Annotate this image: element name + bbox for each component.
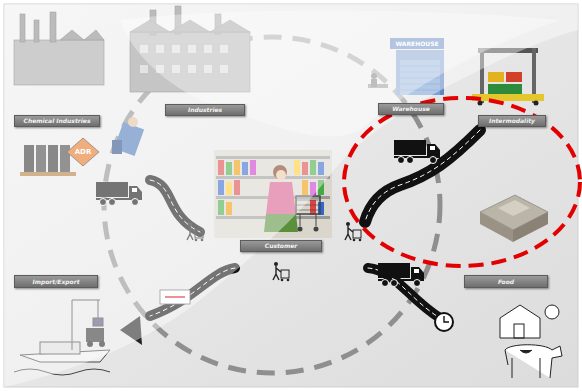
sector-label: Intermodality: [489, 118, 535, 124]
sector-label-box: Warehouse: [378, 103, 444, 115]
sector-label: Import/Export: [32, 279, 79, 285]
sector-label: Customer: [265, 243, 298, 249]
sector-label: Industries: [188, 107, 222, 113]
hazard-sign-text: ADR: [71, 147, 95, 157]
sector-label-box: Customer: [240, 240, 322, 252]
sector-label-box: Intermodality: [478, 115, 546, 127]
sector-label-box: Industries: [165, 104, 245, 116]
sector-label-box: Chemical Industries: [14, 115, 100, 127]
sector-label: Food: [498, 279, 514, 285]
sector-label: Warehouse: [392, 106, 430, 112]
sector-label: Chemical Industries: [24, 118, 91, 124]
warehouse-sign-text: WAREHOUSE: [390, 38, 444, 49]
sector-label-box: Food: [464, 275, 548, 288]
sector-label-box: Import/Export: [14, 275, 98, 288]
